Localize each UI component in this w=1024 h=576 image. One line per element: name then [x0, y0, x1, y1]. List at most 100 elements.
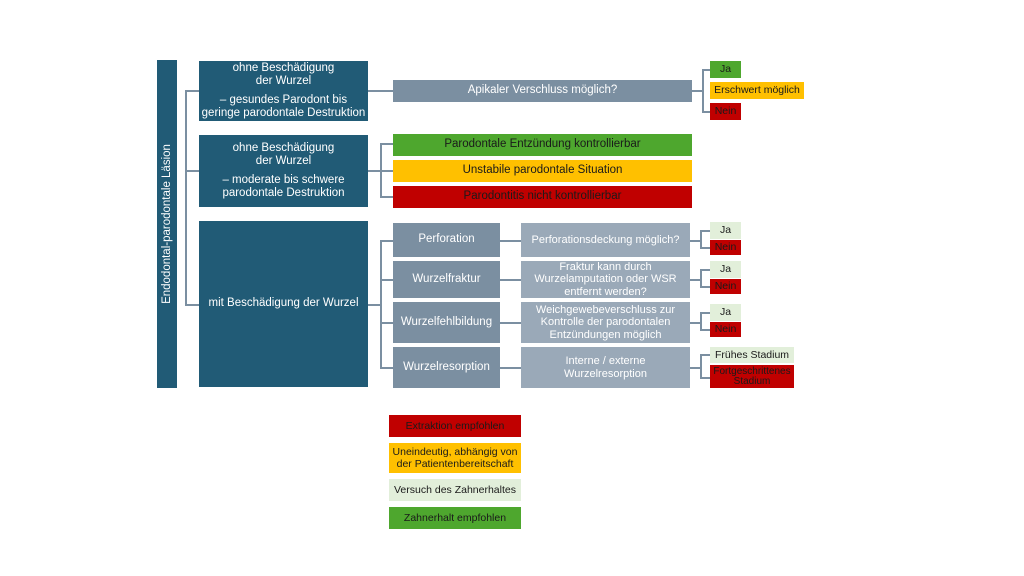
group1-question-box: Apikaler Verschluss möglich?: [393, 80, 692, 102]
row-resorption-question: Interne / externe Wurzelresorption: [564, 354, 647, 380]
group1-answer-nein: Nein: [710, 103, 741, 120]
group3-connector: [700, 230, 702, 248]
group3-connector: [380, 240, 393, 242]
row-perforation-question: Perforationsdeckung möglich?: [531, 233, 680, 246]
row-fehlbildung-answer-nein-label: Nein: [714, 323, 737, 336]
row-fehlbildung-label: Wurzelfehlbildung: [400, 315, 493, 328]
legend-attempt-label: Versuch des Zahnerhaltes: [394, 483, 516, 496]
group1-connector: [702, 69, 710, 71]
row-fraktur-answer-ja: Ja: [710, 261, 741, 278]
row-fehlbildung-answer-nein: Nein: [710, 322, 741, 337]
row-fehlbildung-answer-ja: Ja: [710, 304, 741, 321]
group1-desc-line1: – gesundes Parodont bis: [219, 94, 348, 106]
group3-connector: [700, 269, 702, 287]
group3-connector: [380, 367, 393, 369]
group1-question: Apikaler Verschluss möglich?: [467, 84, 618, 97]
group3-connector: [700, 286, 710, 288]
row-perforation-answer-ja-label: Ja: [719, 224, 732, 237]
group2-title-line2: der Wurzel: [255, 154, 312, 167]
group2-connector: [368, 170, 380, 172]
root-connector: [185, 304, 199, 306]
group3-connector: [700, 354, 710, 356]
row-fraktur-answer-nein: Nein: [710, 279, 741, 294]
legend-uncertain-label: Uneindeutig, abhängig von der Patientenb…: [392, 445, 518, 470]
row-fraktur-label-box: Wurzelfraktur: [393, 261, 500, 298]
group3-title: mit Beschädigung der Wurzel: [208, 297, 359, 310]
group2-outcome-controllable: Parodontale Entzündung kontrollierbar: [393, 134, 692, 156]
group1-connector: [368, 90, 393, 92]
row-fehlbildung-question-box: Weichgewebeverschluss zur Kontrolle der …: [521, 302, 690, 343]
group2-connector: [380, 196, 393, 198]
group3-connector: [700, 354, 702, 378]
group1-connector: [702, 111, 710, 113]
group3-connector: [368, 304, 380, 306]
group2-desc-line1: – moderate bis schwere: [222, 174, 345, 186]
group2-box: ohne Beschädigung der Wurzel – moderate …: [199, 135, 368, 207]
group3-connector: [700, 312, 710, 314]
row-perforation-answer-ja: Ja: [710, 222, 741, 239]
root-connector: [185, 90, 187, 305]
group3-connector: [380, 240, 382, 368]
group3-connector: [500, 279, 521, 281]
group2-connector: [380, 170, 393, 172]
group1-answer-erschwert-label: Erschwert möglich: [714, 84, 800, 97]
group3-connector: [700, 377, 710, 379]
group3-connector: [690, 367, 700, 369]
legend-extraction-label: Extraktion empfohlen: [405, 419, 505, 432]
group3-connector: [700, 329, 710, 331]
row-fehlbildung-question: Weichgewebeverschluss zur Kontrolle der …: [535, 303, 676, 341]
group1-answer-ja-label: Ja: [719, 63, 732, 76]
legend-uncertain: Uneindeutig, abhängig von der Patientenb…: [389, 443, 521, 473]
group3-connector: [690, 240, 700, 242]
group1-answer-ja: Ja: [710, 61, 741, 78]
row-perforation-question-box: Perforationsdeckung möglich?: [521, 223, 690, 257]
row-fehlbildung-answer-ja-label: Ja: [719, 306, 732, 319]
group3-connector: [700, 230, 710, 232]
row-fraktur-label: Wurzelfraktur: [412, 272, 481, 285]
group2-outcome-unstable-label: Unstabile parodontale Situation: [462, 164, 623, 177]
group1-answer-erschwert: Erschwert möglich: [710, 82, 804, 99]
legend-extraction: Extraktion empfohlen: [389, 415, 521, 437]
group3-box: mit Beschädigung der Wurzel: [199, 221, 368, 387]
group3-connector: [700, 247, 710, 249]
row-resorption-label-box: Wurzelresorption: [393, 347, 500, 388]
group3-connector: [700, 312, 702, 330]
row-fraktur-answer-nein-label: Nein: [714, 280, 737, 293]
row-resorption-answer-early-label: Frühes Stadium: [714, 348, 790, 361]
group2-title-line1: ohne Beschädigung: [232, 141, 335, 154]
row-fraktur-question: Fraktur kann durch Wurzelamputation oder…: [534, 260, 677, 298]
row-resorption-answer-early: Frühes Stadium: [710, 347, 794, 363]
root-label-box: Endodontal-parodontale Läsion: [157, 60, 177, 388]
group2-outcome-uncontrollable: Parodontitis nicht kontrollierbar: [393, 186, 692, 208]
row-perforation-answer-nein: Nein: [710, 240, 741, 255]
row-perforation-answer-nein-label: Nein: [714, 241, 737, 254]
group1-box: ohne Beschädigung der Wurzel – gesundes …: [199, 61, 368, 121]
legend-preserve-label: Zahnerhalt empfohlen: [403, 511, 507, 524]
legend-preserve: Zahnerhalt empfohlen: [389, 507, 521, 529]
group1-title-line2: der Wurzel: [255, 74, 312, 87]
group3-connector: [500, 322, 521, 324]
group2-connector: [380, 143, 393, 145]
group3-connector: [690, 322, 700, 324]
group2-outcome-unstable: Unstabile parodontale Situation: [393, 160, 692, 182]
legend-attempt: Versuch des Zahnerhaltes: [389, 479, 521, 501]
group1-desc-line2: geringe parodontale Destruktion: [201, 107, 366, 120]
group1-connector: [702, 69, 704, 113]
group1-answer-nein-label: Nein: [714, 105, 737, 118]
row-resorption-answer-advanced-label: Fortgeschrittenes Stadium: [713, 365, 791, 387]
root-label: Endodontal-parodontale Läsion: [161, 144, 173, 304]
group3-connector: [500, 367, 521, 369]
row-fehlbildung-label-box: Wurzelfehlbildung: [393, 302, 500, 343]
group3-connector: [500, 240, 521, 242]
root-connector: [185, 170, 199, 172]
group3-connector: [700, 269, 710, 271]
row-resorption-answer-advanced: Fortgeschrittenes Stadium: [710, 365, 794, 388]
row-perforation-label: Perforation: [418, 233, 475, 246]
group3-connector: [690, 279, 700, 281]
group2-outcome-controllable-label: Parodontale Entzündung kontrollierbar: [444, 138, 641, 151]
row-fraktur-question-box: Fraktur kann durch Wurzelamputation oder…: [521, 261, 690, 298]
row-resorption-question-box: Interne / externe Wurzelresorption: [521, 347, 690, 388]
row-fraktur-answer-ja-label: Ja: [719, 263, 732, 276]
group2-outcome-uncontrollable-label: Parodontitis nicht kontrollierbar: [463, 190, 622, 203]
row-resorption-label: Wurzelresorption: [403, 360, 490, 373]
